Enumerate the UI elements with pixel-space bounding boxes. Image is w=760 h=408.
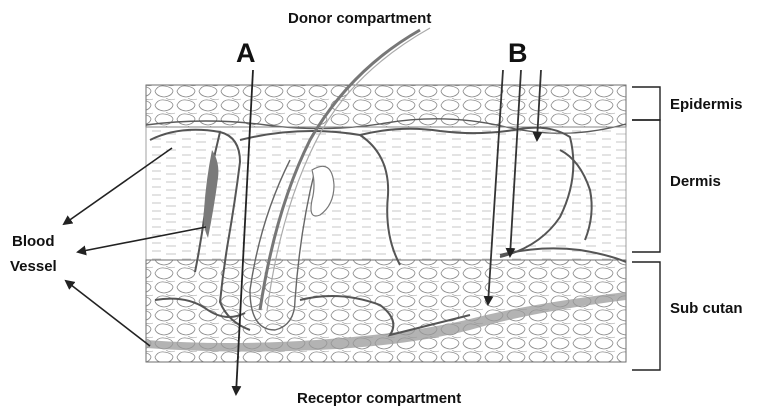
layer-brackets — [632, 87, 660, 370]
blood-vessel-label-line1: Blood — [12, 233, 55, 250]
route-b-label: B — [508, 38, 528, 69]
donor-compartment-label: Donor compartment — [288, 10, 431, 27]
subcutan-label: Sub cutan — [670, 300, 743, 317]
receptor-compartment-label: Receptor compartment — [297, 390, 461, 407]
route-a-label: A — [236, 38, 256, 69]
dermis-layer — [146, 127, 626, 260]
blood-vessel-label-line2: Vessel — [10, 258, 57, 275]
epidermis-label: Epidermis — [670, 96, 743, 113]
blood-vessel-arrow-lower — [66, 281, 150, 346]
dermis-label: Dermis — [670, 173, 721, 190]
